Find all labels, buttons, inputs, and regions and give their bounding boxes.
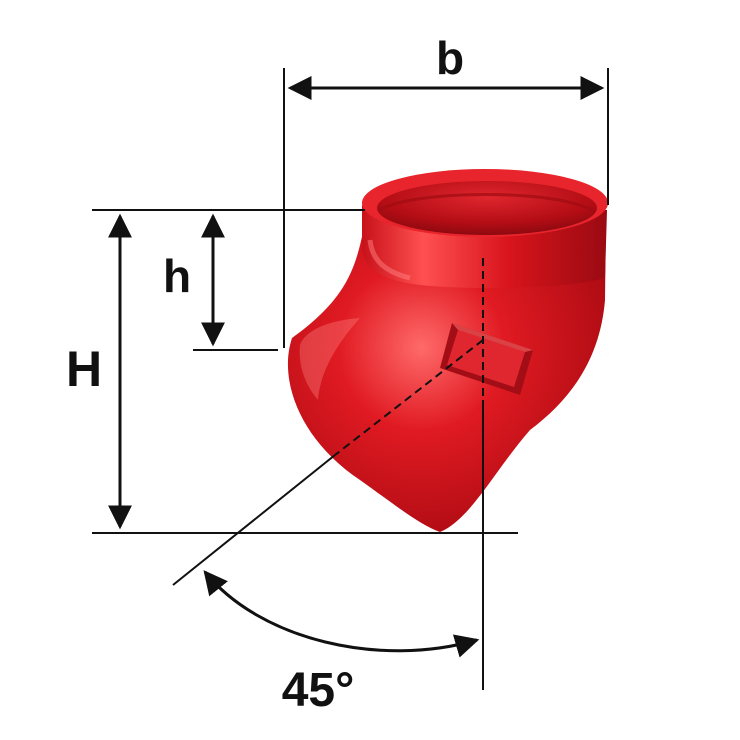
pipe-elbow — [287, 169, 608, 532]
dimension-lines — [92, 68, 609, 658]
cast-boss — [440, 323, 533, 395]
axis-angled — [172, 454, 336, 586]
socket-opening — [377, 181, 597, 235]
angle-arc — [203, 570, 480, 658]
centerlines — [172, 258, 484, 690]
label-angle: 45° — [282, 664, 355, 717]
label-H: H — [66, 341, 102, 397]
label-b: b — [436, 32, 464, 84]
elbow-body — [287, 214, 606, 532]
label-h: h — [163, 250, 191, 302]
